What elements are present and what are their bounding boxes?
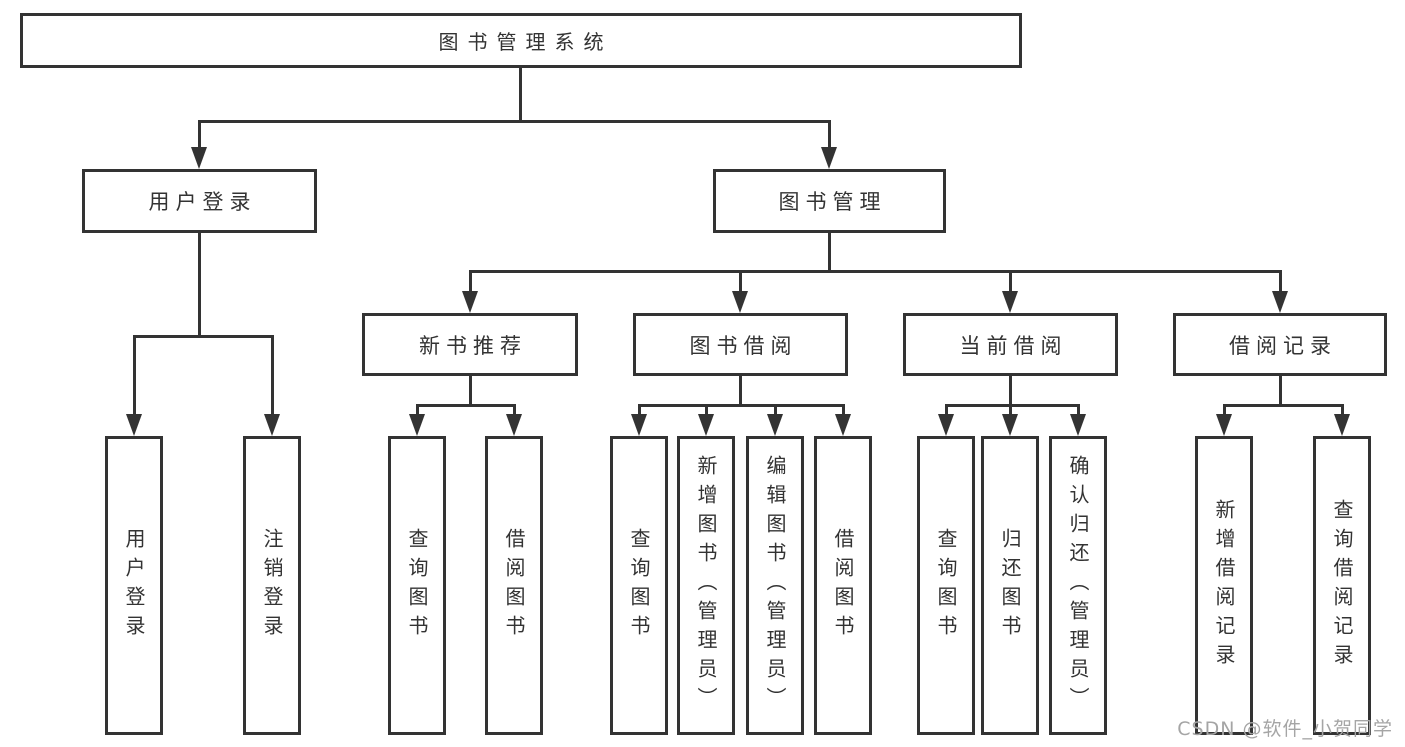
arrow-down-leaf <box>409 414 425 436</box>
arrow-down-leaf <box>1070 414 1086 436</box>
connector-leaf-stem <box>945 404 948 418</box>
connector-book-mgmt-branch <box>469 270 1282 273</box>
connector-new-rec-down <box>469 376 472 407</box>
connector-cur-borrow-branch <box>945 404 1080 407</box>
connector-leaf-stem <box>513 404 516 418</box>
connector-root-stem <box>519 68 522 123</box>
node-book-management-label: 图书管理 <box>778 190 887 214</box>
node-book-management: 图书管理 <box>713 169 946 233</box>
node-borrowing-records-label: 借阅记录 <box>1229 333 1337 358</box>
leaf-logout: 注销登录 <box>243 436 301 735</box>
connector-user-login-down <box>198 233 201 338</box>
node-user-login: 用户登录 <box>82 169 317 233</box>
leaf-query-borrow-record-label: 查询借阅记录 <box>1330 498 1354 673</box>
leaf-rec-borrow-books: 借阅图书 <box>485 436 543 735</box>
connector-leaf-stem <box>1077 404 1080 418</box>
arrow-down-leaf <box>631 414 647 436</box>
arrow-down-book-mgmt <box>821 147 837 169</box>
connector-leaf-stem <box>416 404 419 418</box>
leaf-cur-query-books: 查询图书 <box>917 436 975 735</box>
leaf-borrow-query-books: 查询图书 <box>610 436 668 735</box>
arrow-down-leaf <box>767 414 783 436</box>
connector-root-branch <box>198 120 831 123</box>
leaf-return-books-label: 归还图书 <box>998 527 1022 644</box>
arrow-down-leaf <box>835 414 851 436</box>
node-book-borrowing: 图书借阅 <box>633 313 848 376</box>
connector-leaf-stem <box>1009 404 1012 418</box>
connector-book-borrow-stem <box>739 270 742 295</box>
arrow-down-new-rec <box>462 291 478 313</box>
connector-new-rec-branch <box>416 404 516 407</box>
leaf-cur-query-books-label: 查询图书 <box>934 527 958 644</box>
leaf-user-login-label: 用户登录 <box>122 527 146 644</box>
arrow-down-cur-borrow <box>1002 291 1018 313</box>
arrow-down-login-leaf <box>126 414 142 436</box>
leaf-user-login: 用户登录 <box>105 436 163 735</box>
leaf-return-books: 归还图书 <box>981 436 1039 735</box>
leaf-add-borrow-record-label: 新增借阅记录 <box>1212 498 1236 673</box>
node-current-borrowing: 当前借阅 <box>903 313 1118 376</box>
node-new-book-recommend: 新书推荐 <box>362 313 578 376</box>
connector-leaf-stem <box>842 404 845 418</box>
arrow-down-logout-leaf <box>264 414 280 436</box>
node-book-borrowing-label: 图书借阅 <box>689 333 798 358</box>
leaf-add-borrow-record: 新增借阅记录 <box>1195 436 1253 735</box>
connector-book-mgmt-down <box>828 233 831 273</box>
leaf-confirm-return-admin-label: 确认归还（管理员） <box>1066 455 1090 716</box>
arrow-down-record <box>1272 291 1288 313</box>
node-library-system: 图书管理系统 <box>20 13 1022 68</box>
arrow-down-leaf <box>938 414 954 436</box>
leaf-logout-label: 注销登录 <box>260 527 284 644</box>
leaf-rec-query-books-label: 查询图书 <box>405 527 429 644</box>
leaf-confirm-return-admin: 确认归还（管理员） <box>1049 436 1107 735</box>
leaf-add-books-admin: 新增图书（管理员） <box>677 436 735 735</box>
connector-cur-borrow-down <box>1009 376 1012 407</box>
connector-book-borrow-down <box>739 376 742 407</box>
connector-book-borrow-branch <box>638 404 845 407</box>
connector-new-rec-stem <box>469 270 472 295</box>
node-borrowing-records: 借阅记录 <box>1173 313 1387 376</box>
connector-user-login-branch <box>133 335 274 338</box>
arrow-down-leaf <box>698 414 714 436</box>
node-library-system-label: 图书管理系统 <box>438 30 613 54</box>
leaf-borrow-books: 借阅图书 <box>814 436 872 735</box>
connector-record-branch <box>1223 404 1343 407</box>
leaf-edit-books-admin-label: 编辑图书（管理员） <box>763 455 787 716</box>
connector-book-mgmt-stem <box>828 120 831 152</box>
arrow-down-book-borrow <box>732 291 748 313</box>
connector-cur-borrow-stem <box>1009 270 1012 295</box>
connector-record-down <box>1279 376 1282 407</box>
leaf-rec-query-books: 查询图书 <box>388 436 446 735</box>
node-new-book-recommend-label: 新书推荐 <box>419 333 527 358</box>
arrow-down-leaf <box>1216 414 1232 436</box>
arrow-down-leaf <box>1002 414 1018 436</box>
node-current-borrowing-label: 当前借阅 <box>959 333 1068 358</box>
leaf-add-books-admin-label: 新增图书（管理员） <box>694 455 718 716</box>
connector-leaf-stem <box>774 404 777 418</box>
csdn-watermark: CSDN @软件_小贺同学 <box>1177 718 1393 740</box>
connector-leaf-stem <box>1341 404 1344 418</box>
connector-leaf-stem <box>705 404 708 418</box>
connector-user-login-stem <box>198 120 201 152</box>
connector-leaf-stem <box>133 335 136 416</box>
arrow-down-leaf <box>1334 414 1350 436</box>
leaf-edit-books-admin: 编辑图书（管理员） <box>746 436 804 735</box>
connector-leaf-stem <box>638 404 641 418</box>
leaf-borrow-query-books-label: 查询图书 <box>627 527 651 644</box>
arrow-down-user-login <box>191 147 207 169</box>
leaf-rec-borrow-books-label: 借阅图书 <box>502 527 526 644</box>
arrow-down-leaf <box>506 414 522 436</box>
connector-leaf-stem <box>1223 404 1226 418</box>
connector-leaf-stem <box>271 335 274 416</box>
connector-record-stem <box>1279 270 1282 295</box>
leaf-borrow-books-label: 借阅图书 <box>831 527 855 644</box>
node-user-login-label: 用户登录 <box>148 190 257 214</box>
leaf-query-borrow-record: 查询借阅记录 <box>1313 436 1371 735</box>
